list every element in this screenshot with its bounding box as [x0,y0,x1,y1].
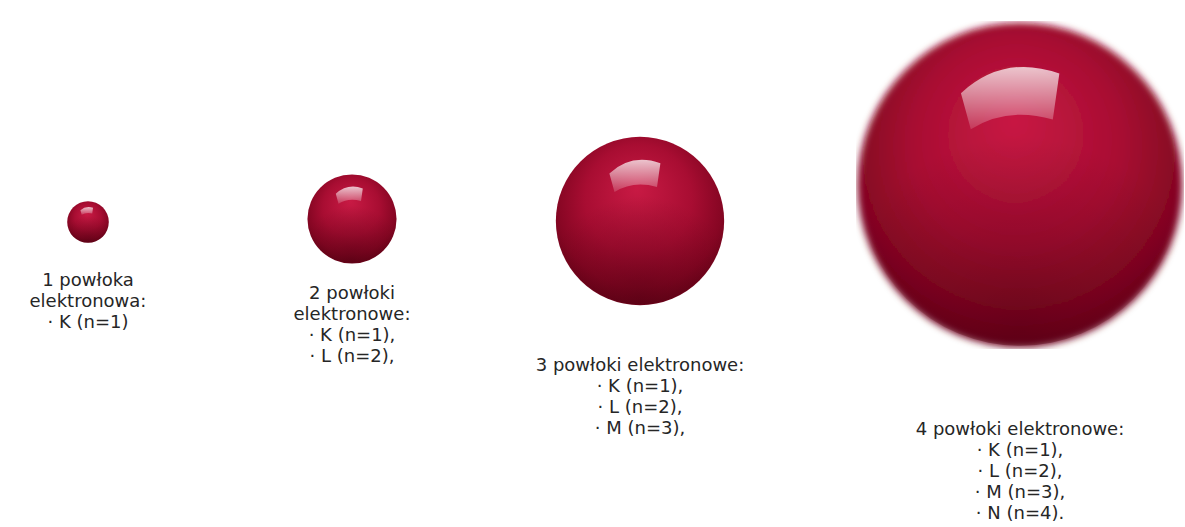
shell-item: · M (n=3), [595,417,685,438]
shell-model-node: 4 powłoki elektronowe:· K (n=1),· L (n=2… [856,21,1184,523]
atom-sphere [555,136,725,306]
shell-model-node: 1 powłoka elektronowa:· K (n=1) [16,201,160,332]
shell-model-node: 2 powłoki elektronowe:· K (n=1),· L (n=2… [280,174,424,366]
shell-item: · L (n=2), [598,396,683,417]
shell-item: · M (n=3), [975,481,1065,502]
shell-count-label: 4 powłoki elektronowe: [916,418,1125,439]
shell-caption: 3 powłoki elektronowe:· K (n=1),· L (n=2… [534,354,747,438]
shell-caption: 1 powłoka elektronowa:· K (n=1) [16,269,160,332]
shell-item: · N (n=4). [976,502,1064,523]
shell-caption: 4 powłoki elektronowe:· K (n=1),· L (n=2… [856,418,1184,523]
shell-count-label: 2 powłoki elektronowe: [282,282,422,324]
shell-item: · L (n=2), [978,460,1063,481]
shell-model-node: 3 powłoki elektronowe:· K (n=1),· L (n=2… [534,136,747,438]
shell-item: · K (n=1), [309,324,396,345]
shell-item: · K (n=1), [597,375,684,396]
shell-item: · K (n=1), [977,439,1064,460]
shell-count-label: 3 powłoki elektronowe: [536,354,745,375]
shell-caption: 2 powłoki elektronowe:· K (n=1),· L (n=2… [280,282,424,366]
atom-sphere [307,174,397,264]
shell-item: · K (n=1) [48,311,129,332]
shell-count-label: 1 powłoka elektronowa: [18,269,158,311]
atom-sphere [67,201,109,243]
atom-sphere [856,21,1184,349]
shell-item: · L (n=2), [310,345,395,366]
